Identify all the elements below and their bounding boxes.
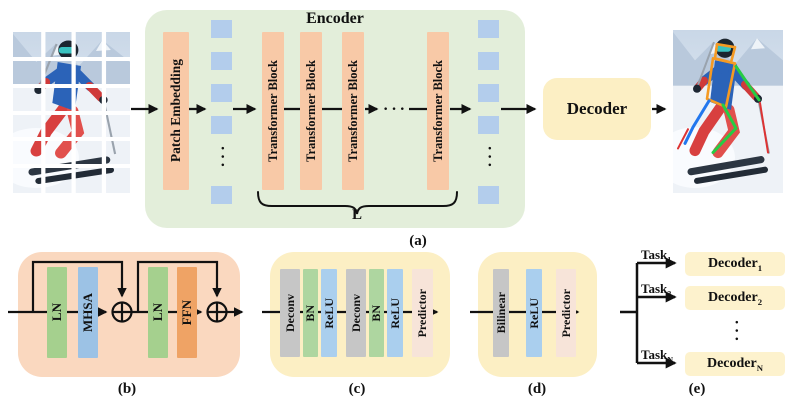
patch-embedding-label: Patch Embedding bbox=[168, 59, 183, 163]
blocks-ellipsis-icon: ··· bbox=[383, 101, 409, 118]
decoder-ellipsis-icon: ··· bbox=[727, 319, 745, 345]
input-image bbox=[13, 32, 130, 193]
token-square bbox=[211, 20, 232, 38]
ln2-label: LN bbox=[150, 303, 165, 322]
decoder-box: Decoder bbox=[543, 78, 651, 140]
mhsa-bar: MHSA bbox=[78, 267, 98, 358]
token-square bbox=[478, 52, 499, 70]
task2-base: Task bbox=[641, 281, 668, 296]
decoder2-label: Decoder2 bbox=[708, 290, 762, 306]
transformer-block-2: Transformer Block bbox=[300, 32, 322, 190]
bn1-bar: BN bbox=[303, 269, 318, 357]
relu-bar-d: ReLU bbox=[526, 269, 542, 357]
bn1-label: BN bbox=[303, 304, 317, 322]
token-ellipsis-icon: ··· bbox=[480, 145, 498, 171]
predictor-label-d: Predictor bbox=[558, 288, 573, 338]
decoder2-sub: 2 bbox=[757, 296, 763, 307]
decoder1-sub: 1 bbox=[757, 262, 763, 273]
token-square bbox=[211, 52, 232, 70]
transformer-block-label: Transformer Block bbox=[345, 60, 360, 162]
deconv2-label: Deconv bbox=[348, 294, 363, 332]
ln1-bar: LN bbox=[47, 267, 67, 358]
depth-label: L bbox=[351, 207, 362, 223]
panel-d-label: (d) bbox=[527, 381, 547, 397]
ffn-label: FFN bbox=[179, 299, 194, 326]
decoderN-label: DecoderN bbox=[707, 356, 763, 372]
relu2-bar: ReLU bbox=[387, 269, 403, 357]
transformer-block-label: Transformer Block bbox=[265, 60, 280, 162]
token-square bbox=[478, 84, 499, 102]
token-square bbox=[211, 84, 232, 102]
mhsa-label: MHSA bbox=[80, 293, 95, 332]
decoderN-sub: N bbox=[756, 362, 764, 373]
taskN-sub: N bbox=[667, 355, 674, 365]
transformer-block-label: Transformer Block bbox=[303, 60, 318, 162]
pose-skeleton bbox=[677, 42, 769, 155]
patch-grid bbox=[13, 32, 130, 193]
encoder-title: Encoder bbox=[306, 10, 364, 27]
bn2-label: BN bbox=[369, 304, 383, 322]
deconv1-bar: Deconv bbox=[280, 269, 300, 357]
output-image bbox=[673, 30, 783, 193]
patch-embedding-bar: Patch Embedding bbox=[163, 32, 189, 190]
decoder2-box: Decoder2 bbox=[685, 286, 785, 310]
predictor-bar-d: Predictor bbox=[556, 269, 576, 357]
bilinear-label: Bilinear bbox=[493, 292, 508, 334]
deconv2-bar: Deconv bbox=[346, 269, 366, 357]
bilinear-bar: Bilinear bbox=[493, 269, 509, 357]
decoder-label: Decoder bbox=[566, 99, 628, 118]
relu-label-d: ReLU bbox=[526, 297, 541, 329]
task2-label: Task2 bbox=[641, 281, 671, 298]
token-square bbox=[478, 186, 499, 204]
panel-a-label: (a) bbox=[409, 233, 427, 249]
transformer-block-4: Transformer Block bbox=[427, 32, 449, 190]
panel-b-label: (b) bbox=[117, 381, 137, 397]
token-square bbox=[211, 186, 232, 204]
decoder1-box: Decoder1 bbox=[685, 252, 785, 276]
predictor-label-c: Predictor bbox=[415, 288, 429, 338]
transformer-block-3: Transformer Block bbox=[342, 32, 364, 190]
bn2-bar: BN bbox=[369, 269, 384, 357]
predictor-bar-c: Predictor bbox=[412, 269, 433, 357]
transformer-block-1: Transformer Block bbox=[262, 32, 284, 190]
relu1-label: ReLU bbox=[321, 297, 336, 329]
task1-label: Task1 bbox=[641, 247, 671, 264]
decoder2-base: Decoder bbox=[707, 290, 758, 305]
decoderN-box: DecoderN bbox=[685, 352, 785, 376]
task1-sub: 1 bbox=[667, 255, 672, 265]
encoder-box bbox=[145, 10, 525, 228]
deconv1-label: Deconv bbox=[282, 294, 297, 332]
decoder1-label: Decoder1 bbox=[708, 256, 762, 272]
token-square bbox=[478, 20, 499, 38]
task2-sub: 2 bbox=[667, 289, 672, 299]
decoder1-base: Decoder bbox=[707, 256, 758, 271]
ln1-label: LN bbox=[49, 303, 64, 322]
relu1-bar: ReLU bbox=[321, 269, 337, 357]
panel-c-label: (c) bbox=[348, 381, 366, 397]
token-square bbox=[211, 116, 232, 134]
ffn-bar: FFN bbox=[177, 267, 197, 358]
relu2-label: ReLU bbox=[387, 297, 402, 329]
transformer-block-label: Transformer Block bbox=[430, 60, 445, 162]
decoderN-base: Decoder bbox=[706, 356, 757, 371]
task1-base: Task bbox=[641, 247, 668, 262]
token-ellipsis-icon: ··· bbox=[213, 145, 231, 171]
ln2-bar: LN bbox=[148, 267, 168, 358]
taskN-label: TaskN bbox=[641, 347, 673, 364]
taskN-base: Task bbox=[641, 347, 668, 362]
token-square bbox=[478, 116, 499, 134]
panel-e-label: (e) bbox=[688, 381, 706, 397]
